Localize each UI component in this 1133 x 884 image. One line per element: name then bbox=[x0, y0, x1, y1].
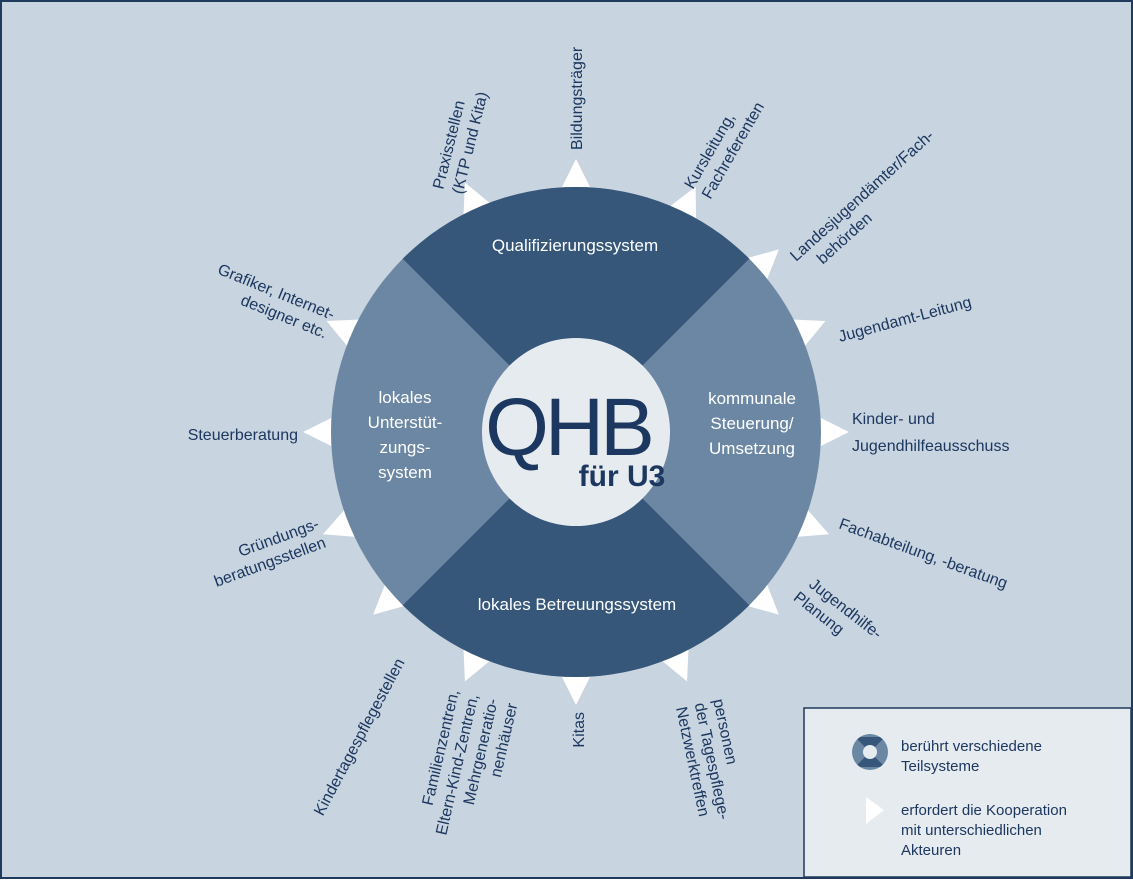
cooperation-arrow-5 bbox=[793, 507, 830, 538]
cooperation-arrow-0 bbox=[560, 159, 592, 191]
actor-jugendhilfeausschuss-line1: Kinder- und bbox=[852, 411, 935, 428]
sector-right-line3: Umsetzung bbox=[709, 439, 795, 458]
cooperation-arrow-3 bbox=[789, 319, 826, 349]
cooperation-arrow-14 bbox=[463, 182, 493, 219]
cooperation-arrow-6 bbox=[744, 581, 779, 615]
cooperation-arrow-2 bbox=[744, 249, 779, 283]
sector-left-line2: Unterstüt- bbox=[368, 413, 443, 432]
actor-bildungstraeger: Bildungsträger bbox=[569, 46, 586, 150]
cooperation-arrow-8 bbox=[560, 673, 592, 705]
sector-label-right: kommunale Steuerung/ Umsetzung bbox=[708, 389, 796, 458]
cooperation-arrow-10 bbox=[373, 581, 408, 615]
cooperation-arrow-13 bbox=[326, 319, 363, 349]
center-disc bbox=[482, 338, 670, 526]
actor-jugendhilfeausschuss: Kinder- und Jugendhilfeausschuss bbox=[852, 411, 1009, 455]
cooperation-arrow-4 bbox=[817, 416, 849, 448]
sector-label-top: Qualifizierungssystem bbox=[492, 236, 658, 255]
legend-box bbox=[803, 707, 1132, 878]
legend-item2-line1: erfordert die Kooperation bbox=[901, 802, 1067, 819]
cooperation-arrow-11 bbox=[322, 507, 359, 538]
legend-item2-line3: Akteuren bbox=[901, 842, 961, 859]
sector-label-bottom: lokales Betreuungssystem bbox=[478, 595, 676, 614]
cooperation-arrows bbox=[303, 159, 849, 705]
sector-top bbox=[376, 232, 776, 432]
sector-left-line1: lokales bbox=[379, 388, 432, 407]
qhb-logo: QHB für U3 bbox=[485, 382, 665, 493]
cooperation-arrow-7 bbox=[659, 645, 689, 682]
legend-ring-icon bbox=[852, 734, 888, 770]
legend-item1-line2: Teilsysteme bbox=[901, 758, 979, 775]
actor-steuerberatung: Steuerberatung bbox=[188, 427, 298, 444]
sector-left-line4: system bbox=[378, 463, 432, 482]
sector-bottom bbox=[376, 432, 776, 632]
legend-item1-line1: berührt verschiedene bbox=[901, 738, 1042, 755]
sector-label-left: lokales Unterstüt- zungs- system bbox=[368, 388, 443, 482]
cooperation-arrow-9 bbox=[463, 645, 493, 682]
logo-subtext: für U3 bbox=[579, 460, 666, 493]
sector-right-line2: Steuerung/ bbox=[710, 414, 793, 433]
legend-arrow-icon bbox=[866, 797, 884, 824]
sector-right-line1: kommunale bbox=[708, 389, 796, 408]
actor-kitas: Kitas bbox=[571, 712, 588, 748]
sector-left-line3: zungs- bbox=[379, 438, 430, 457]
logo-qhb: QHB bbox=[485, 382, 651, 473]
cooperation-arrow-1 bbox=[667, 186, 697, 223]
cooperation-arrow-12 bbox=[303, 416, 335, 448]
legend-item2-line2: mit unterschiedlichen bbox=[901, 822, 1042, 839]
actor-jugendhilfeausschuss-line2: Jugendhilfeausschuss bbox=[852, 438, 1009, 455]
legend: berührt verschiedene Teilsysteme erforde… bbox=[803, 707, 1132, 878]
